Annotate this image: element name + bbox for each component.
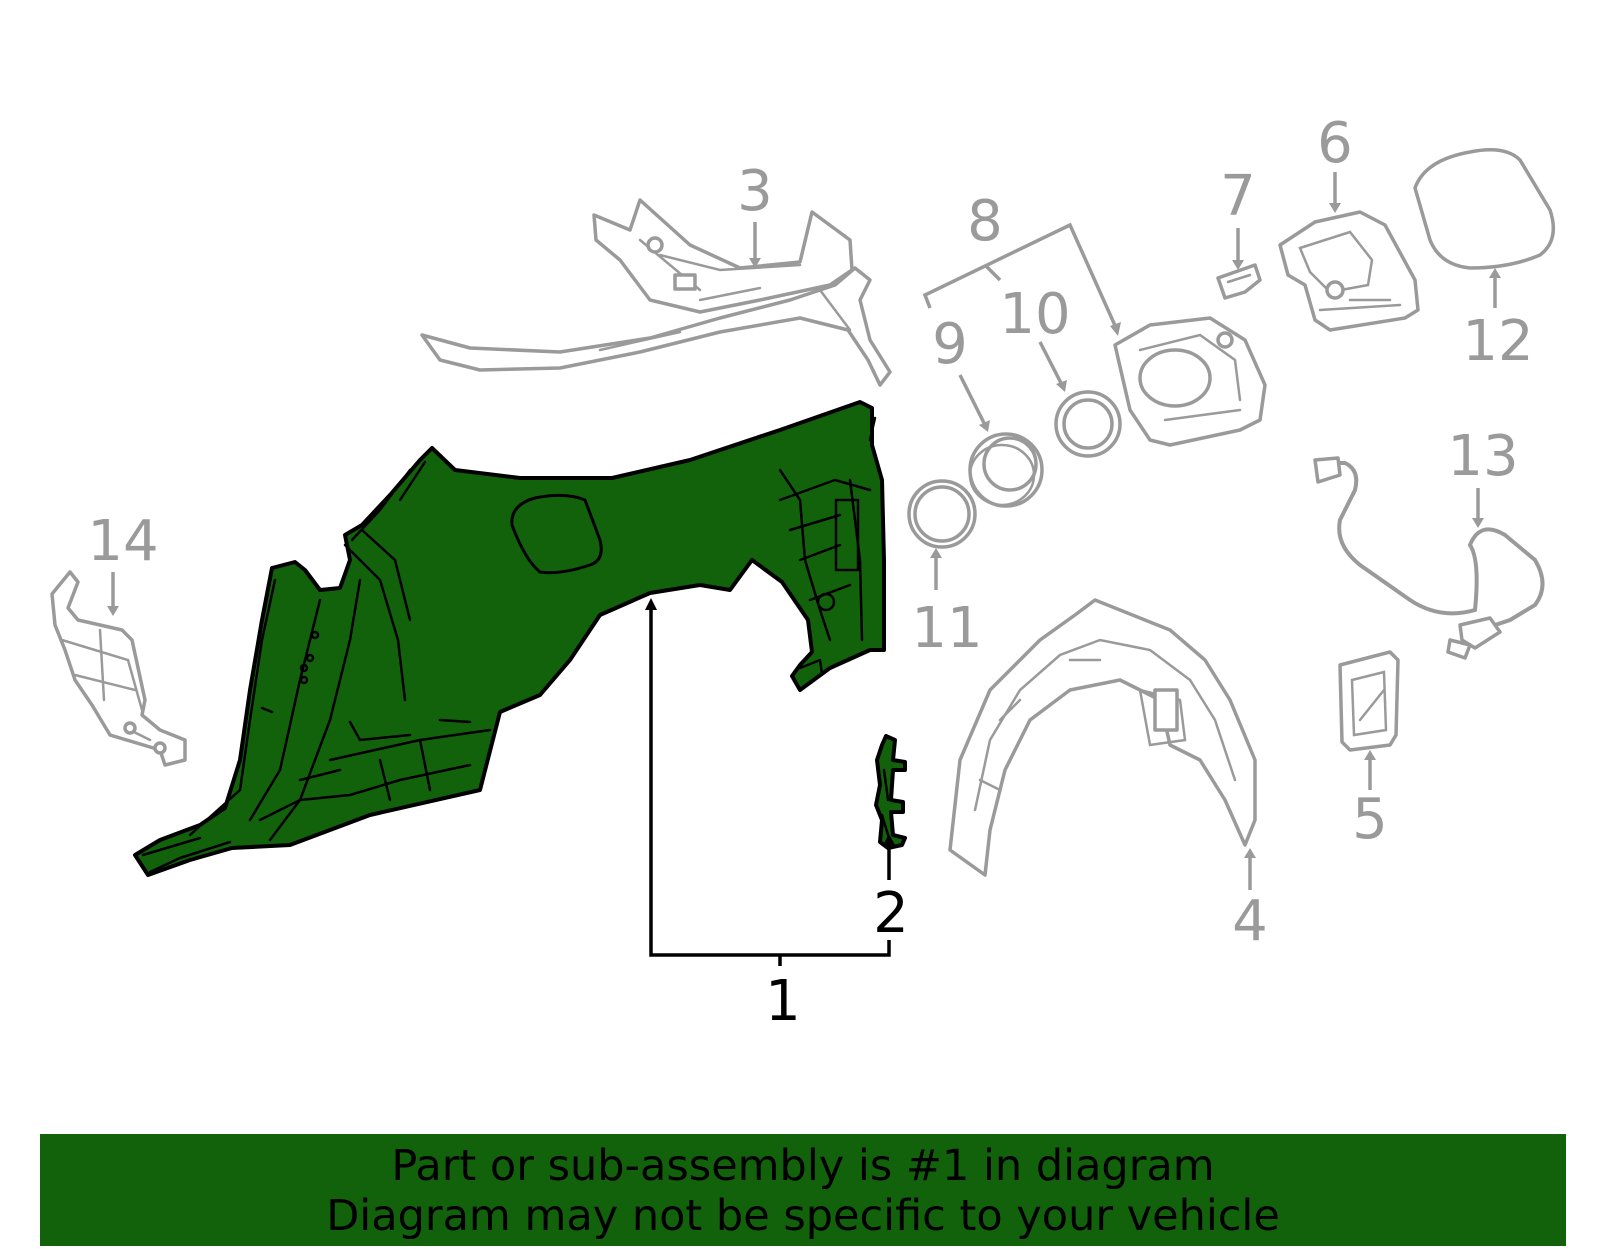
part-12-door [1413,148,1556,270]
part-13-cable [1313,456,1545,660]
part-3-rail [420,198,892,387]
callout-3: 3 [737,159,773,224]
part-14-bracket [50,570,187,767]
callout-13: 13 [1447,424,1518,489]
banner-line-1: Part or sub-assembly is #1 in diagram [391,1141,1215,1191]
callout-5: 5 [1352,787,1388,852]
part-11-ring [907,479,977,549]
callout-7: 7 [1220,164,1256,229]
banner-line-2: Diagram may not be specific to your vehi… [326,1191,1280,1241]
callout-9: 9 [932,312,968,377]
part-5-panel [1338,650,1400,752]
callout-4: 4 [1232,889,1268,954]
leader-lines [107,172,1501,966]
callout-12: 12 [1462,309,1533,374]
callout-10: 10 [999,282,1070,347]
callout-11: 11 [911,596,982,661]
part-1-quarter-panel [133,400,886,877]
part-6-housing [1278,210,1420,332]
callout-6: 6 [1317,111,1353,176]
callout-2: 2 [873,881,909,946]
callout-14: 14 [87,509,158,574]
part-4-wheelhouse [948,598,1257,877]
callout-labels: 1 2 3 4 5 6 7 8 9 10 11 12 13 14 [87,111,1533,1034]
callout-1: 1 [765,969,801,1034]
part-10-ring [1054,390,1122,458]
part-9-grommet [968,432,1044,508]
callout-8: 8 [967,189,1003,254]
part-2-bracket [874,734,907,850]
part-7-clip [1216,263,1262,300]
part-8-pocket [1113,316,1267,447]
info-banner: Part or sub-assembly is #1 in diagram Di… [40,1134,1566,1246]
